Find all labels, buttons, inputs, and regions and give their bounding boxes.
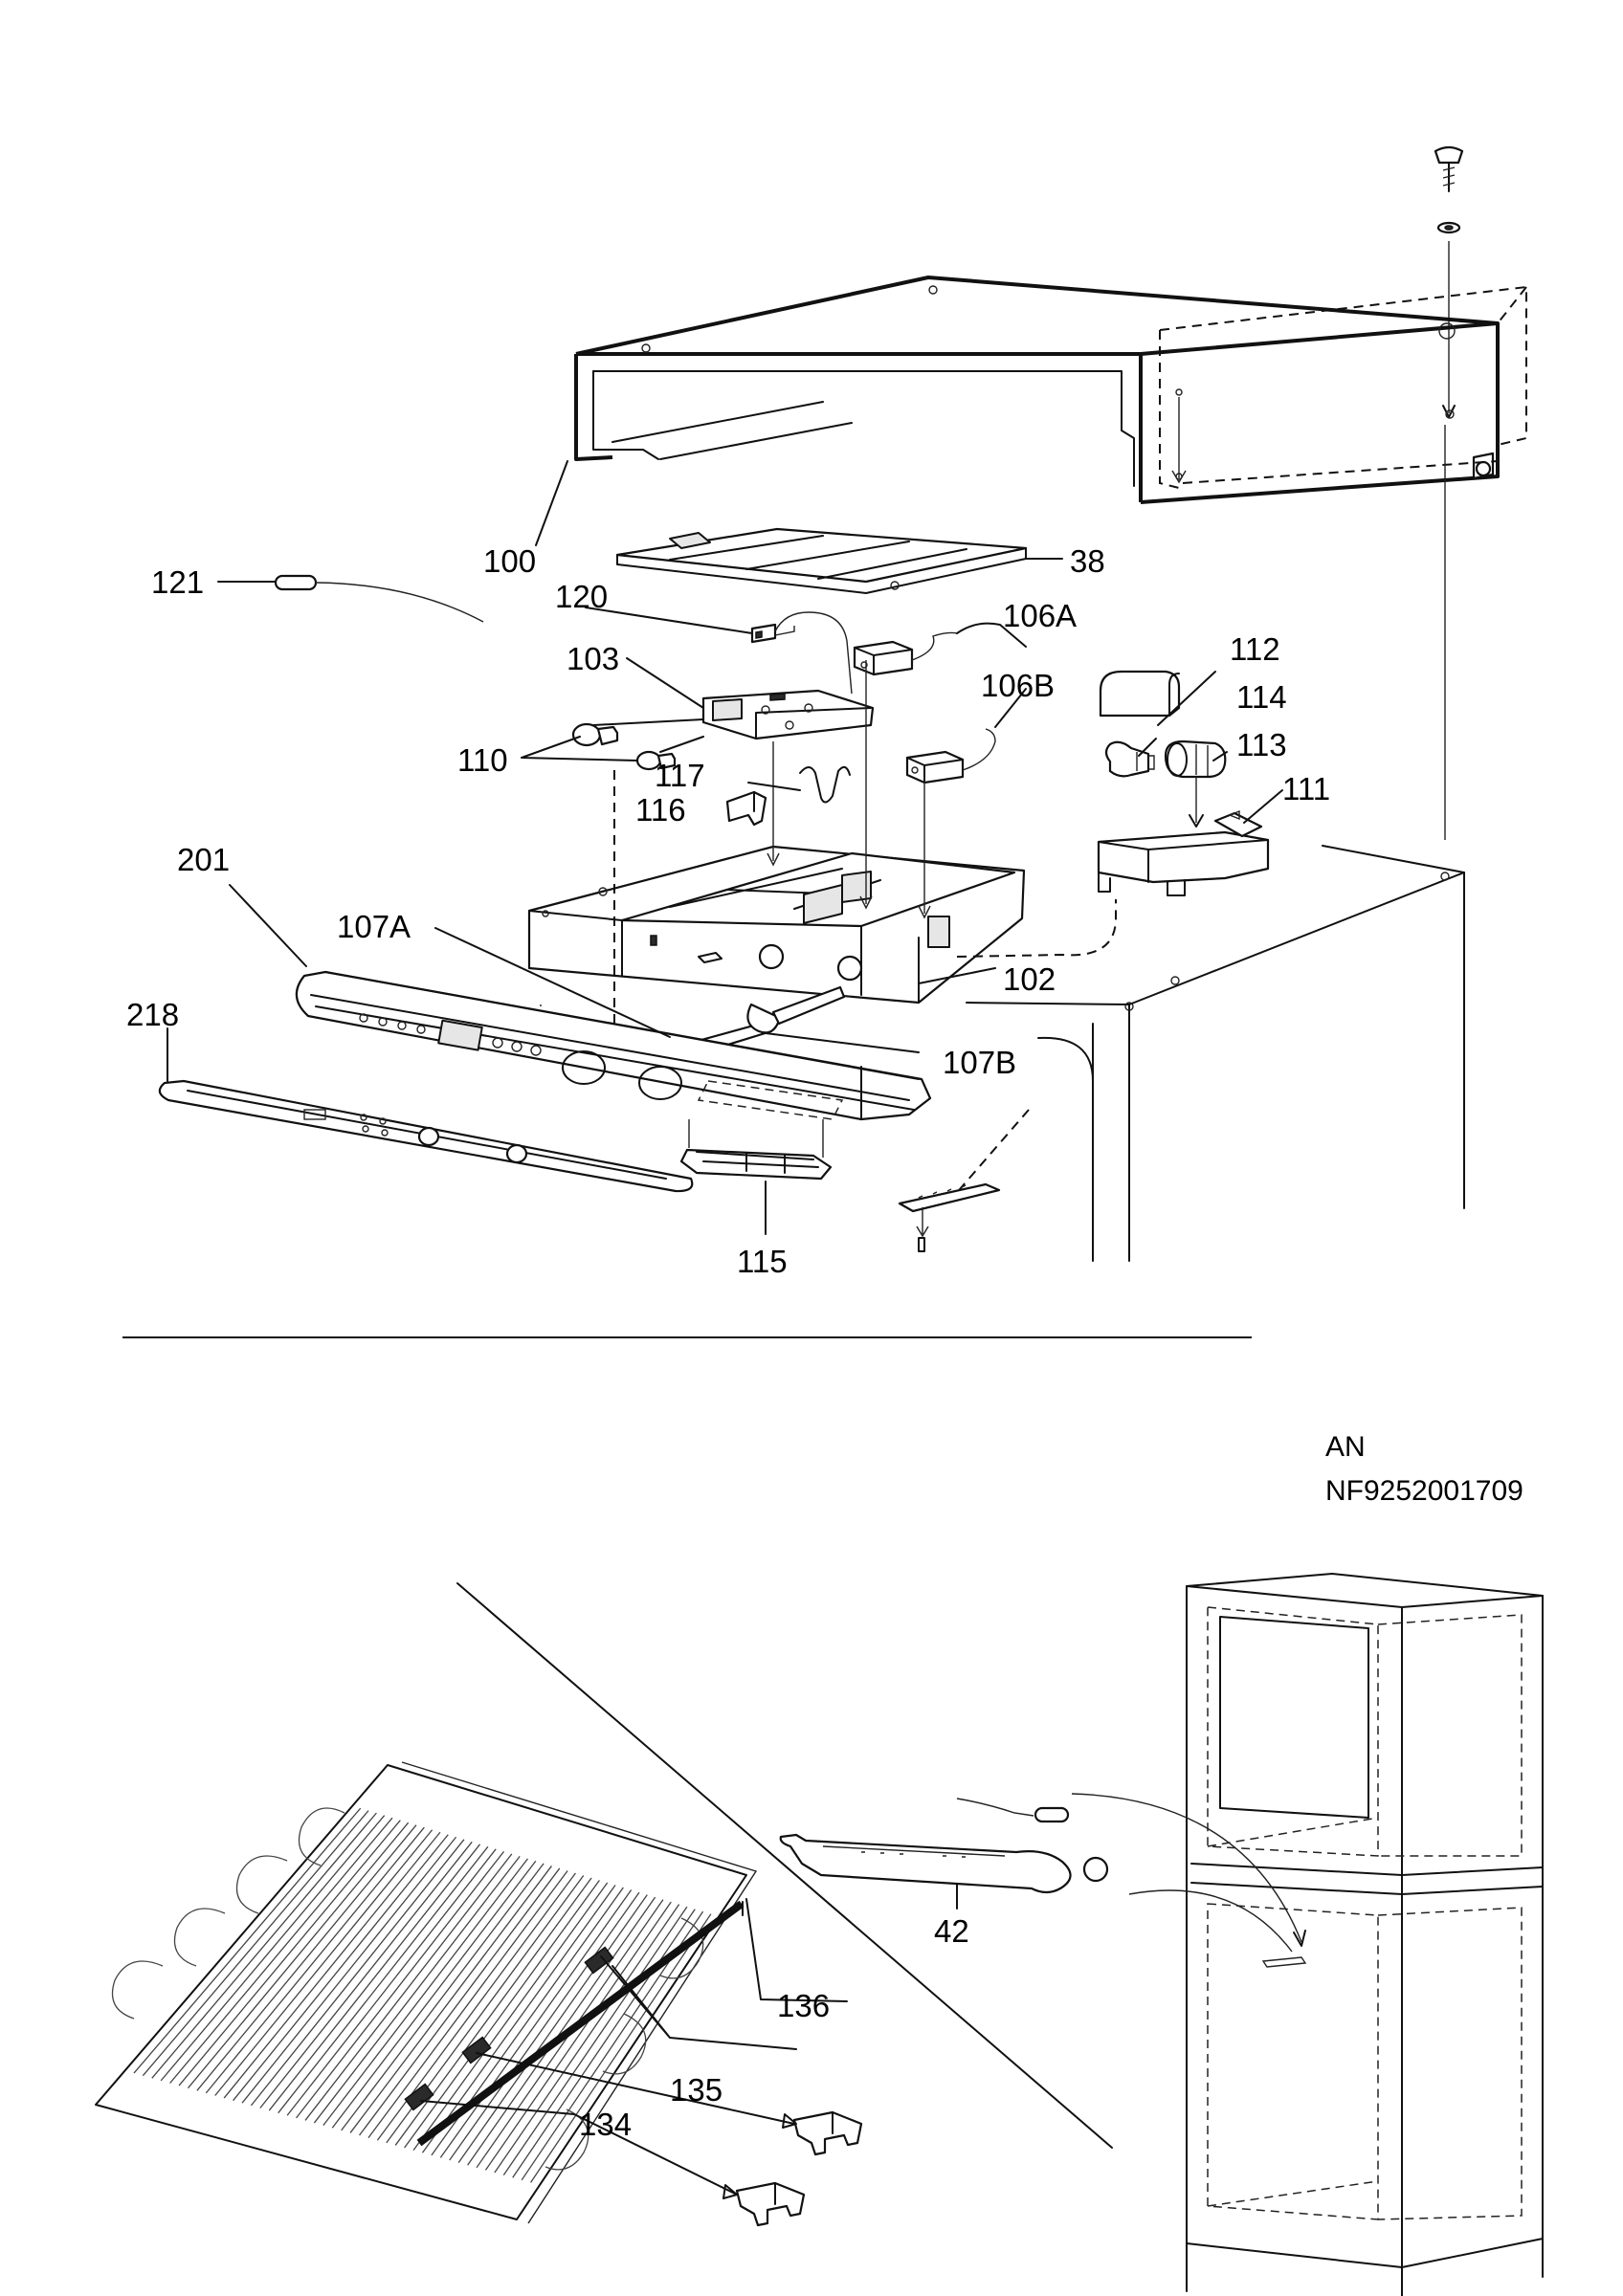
- callout-120: 120: [555, 579, 608, 614]
- coil-fin: [530, 1913, 712, 2183]
- lamp-housing-111: [1097, 809, 1270, 896]
- callout-115: 115: [737, 1244, 788, 1279]
- coil-fin: [359, 1867, 561, 2136]
- callout-107A: 107A: [337, 909, 411, 944]
- control-module-103: [701, 689, 875, 740]
- coil-fin: [449, 1891, 640, 2161]
- coil-fin: [241, 1836, 457, 2104]
- coil-fin: [142, 1810, 369, 2077]
- model-line-2: NF9252001709: [1325, 1475, 1523, 1507]
- coil-fin: [341, 1863, 545, 2131]
- callout-134: 134: [579, 2107, 632, 2142]
- coil-fin: [196, 1824, 417, 2091]
- callout-117: 117: [655, 758, 705, 793]
- screw-icon: [1434, 145, 1464, 192]
- control-housing-102: [527, 845, 1026, 1004]
- coil-fin: [322, 1858, 528, 2127]
- knob-icon: [746, 985, 846, 1034]
- coil-fin: [412, 1882, 609, 2152]
- sensor-probe-icon: [274, 574, 484, 623]
- lamp-bulb-icon: [1104, 740, 1155, 778]
- board-cover-38: [615, 527, 1028, 594]
- control-panel-201: [295, 970, 932, 1121]
- filter-cover-115: [679, 1148, 833, 1181]
- washer-icon: [1436, 221, 1461, 234]
- coil-fin: [169, 1817, 393, 2084]
- coil-fin: [259, 1841, 473, 2108]
- light-switch-42: [779, 1798, 1109, 1910]
- clip-135: [792, 2110, 863, 2156]
- callout-102: 102: [1003, 961, 1056, 997]
- coil-fin: [484, 1901, 672, 2171]
- callout-111: 111: [1282, 771, 1330, 806]
- callout-42: 42: [934, 1913, 969, 1949]
- callout-110: 110: [457, 742, 508, 778]
- coil-fin: [268, 1843, 481, 2111]
- coil-fin: [151, 1812, 377, 2079]
- coil-fin: [187, 1821, 410, 2089]
- lamp-cover-112: [1099, 670, 1181, 718]
- callout-135: 135: [670, 2072, 723, 2108]
- relay-106B: [905, 728, 996, 784]
- coil-fin: [286, 1848, 497, 2116]
- callout-113: 113: [1236, 727, 1287, 762]
- lamp-holder-110: [571, 722, 677, 771]
- trim-218: [158, 1079, 694, 1193]
- coil-fin: [439, 1889, 633, 2158]
- coil-fin: [349, 1866, 552, 2133]
- callout-103: 103: [567, 641, 619, 676]
- callout-38: 38: [1070, 543, 1105, 579]
- coil-fin: [178, 1820, 401, 2086]
- coil-fin: [250, 1839, 465, 2107]
- coil-fin: [160, 1815, 386, 2082]
- coil-fin: [421, 1885, 616, 2153]
- coil-fin: [313, 1855, 521, 2124]
- coil-fin: [331, 1861, 537, 2129]
- coil-fin: [205, 1826, 425, 2094]
- top-cover-100: [574, 276, 1500, 504]
- coil-fin: [296, 1850, 505, 2119]
- callout-218: 218: [126, 997, 179, 1032]
- callout-112: 112: [1230, 631, 1280, 667]
- coil-fin: [278, 1845, 489, 2114]
- coil-fin: [233, 1834, 449, 2102]
- coil-fin: [214, 1829, 434, 2096]
- coil-fin: [502, 1906, 688, 2175]
- relay-106A: [853, 631, 958, 676]
- clip-134: [735, 2181, 806, 2227]
- callout-100: 100: [483, 543, 536, 579]
- callout-114: 114: [1236, 679, 1287, 715]
- model-line-1: AN: [1325, 1431, 1366, 1463]
- bracket-116: [725, 790, 767, 827]
- callout-201: 201: [177, 842, 230, 877]
- coil-fin: [367, 1870, 568, 2139]
- coil-fin: [467, 1896, 656, 2166]
- heater-136: [416, 1900, 745, 2147]
- connector-120: [750, 611, 853, 695]
- callout-136: 136: [777, 1988, 830, 2023]
- coil-fin: [133, 1807, 362, 2074]
- light-switch-bracket: [898, 1182, 1001, 1252]
- coil-fin: [494, 1904, 680, 2174]
- callout-107B: 107B: [943, 1045, 1016, 1080]
- coil-fin: [223, 1831, 441, 2099]
- callout-121: 121: [151, 564, 204, 600]
- coil-fin: [304, 1853, 513, 2121]
- lamp-socket-113: [1164, 740, 1227, 779]
- cabinet-top: [966, 845, 1465, 1262]
- clip-117: [799, 765, 851, 804]
- coil-fin: [457, 1894, 648, 2163]
- callout-106B: 106B: [981, 668, 1055, 703]
- callout-116: 116: [635, 792, 686, 828]
- coil-fin: [512, 1909, 696, 2178]
- fridge-cabinet: [1186, 1573, 1544, 2296]
- callout-106A: 106A: [1003, 598, 1077, 633]
